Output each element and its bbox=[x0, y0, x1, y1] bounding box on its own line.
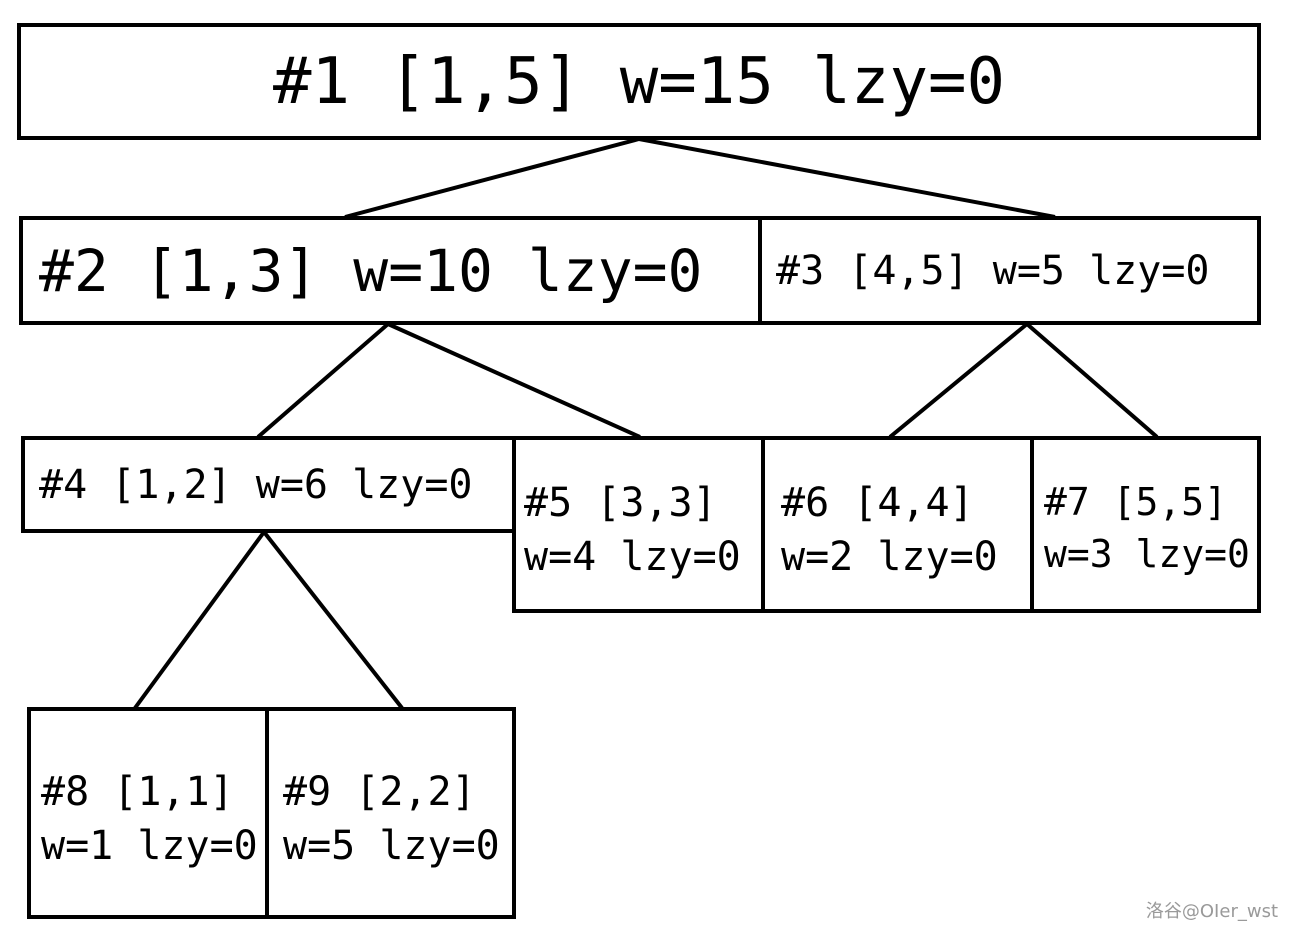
node-2-label: #2 [1,3] w=10 lzy=0 bbox=[39, 236, 703, 305]
node-9-values: w=5 lzy=0 bbox=[283, 823, 500, 869]
tree-node-3: #3 [4,5] w=5 lzy=0 bbox=[758, 216, 1261, 325]
node-3-label: #3 [4,5] w=5 lzy=0 bbox=[776, 247, 1210, 294]
tree-node-8: #8 [1,1] w=1 lzy=0 bbox=[27, 707, 270, 919]
node-8-range: #8 [1,1] bbox=[41, 769, 234, 815]
node-4-label: #4 [1,2] w=6 lzy=0 bbox=[39, 461, 473, 508]
edge-4-9 bbox=[262, 530, 404, 710]
edge-4-8 bbox=[133, 530, 266, 710]
watermark: 洛谷@OIer_wst bbox=[1145, 901, 1278, 922]
tree-node-9: #9 [2,2] w=5 lzy=0 bbox=[265, 707, 516, 919]
node-5-range: #5 [3,3] bbox=[524, 480, 717, 526]
node-5-values: w=4 lzy=0 bbox=[524, 534, 741, 580]
tree-node-6: #6 [4,4] w=2 lzy=0 bbox=[761, 436, 1034, 613]
tree-node-1: #1 [1,5] w=15 lzy=0 bbox=[17, 23, 1261, 140]
edge-2-4 bbox=[256, 322, 390, 439]
tree-node-2: #2 [1,3] w=10 lzy=0 bbox=[19, 216, 762, 325]
node-6-values: w=2 lzy=0 bbox=[781, 534, 998, 580]
edge-2-5 bbox=[387, 322, 641, 439]
node-6-range: #6 [4,4] bbox=[781, 480, 974, 526]
tree-node-4: #4 [1,2] w=6 lzy=0 bbox=[21, 436, 517, 533]
node-1-label: #1 [1,5] w=15 lzy=0 bbox=[272, 44, 1006, 119]
node-7-values: w=3 lzy=0 bbox=[1044, 532, 1250, 576]
node-8-values: w=1 lzy=0 bbox=[41, 823, 258, 869]
edge-3-7 bbox=[1025, 322, 1159, 439]
node-7-range: #7 [5,5] bbox=[1044, 480, 1228, 524]
node-9-range: #9 [2,2] bbox=[283, 769, 476, 815]
edge-1-2 bbox=[344, 137, 640, 219]
edge-3-6 bbox=[888, 322, 1029, 439]
tree-node-7: #7 [5,5] w=3 lzy=0 bbox=[1030, 436, 1261, 613]
edge-1-3 bbox=[638, 137, 1056, 219]
tree-node-5: #5 [3,3] w=4 lzy=0 bbox=[512, 436, 765, 613]
